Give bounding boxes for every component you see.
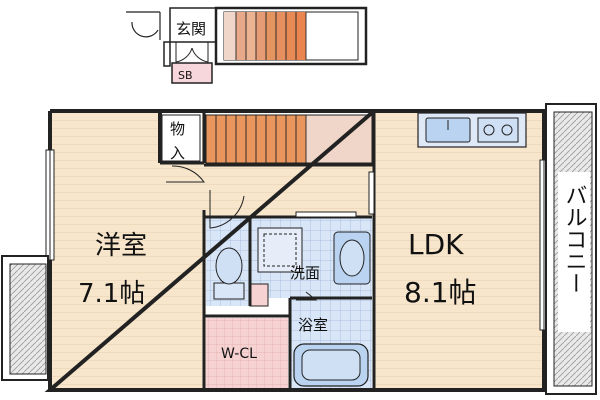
- sb-label: SB: [178, 69, 193, 82]
- corridor-floor: [204, 165, 374, 217]
- washbasin-icon: [333, 231, 371, 285]
- yoshitsu-name: 洋室: [95, 231, 147, 261]
- upper-block: 玄関 SB: [126, 6, 368, 84]
- wcl-label: W-CL: [221, 346, 257, 362]
- balcony: [545, 103, 597, 395]
- washing-machine-icon: [257, 227, 303, 273]
- monoire-label-2: 入: [170, 144, 185, 162]
- main-unit: [1, 103, 597, 395]
- entrance-door[interactable]: [175, 42, 209, 63]
- sb-box: [171, 62, 213, 84]
- monoire-label-1: 物: [170, 120, 185, 138]
- ldk-name: LDK: [408, 228, 464, 261]
- ldk-floor: [374, 113, 542, 389]
- left-bay: [1, 255, 49, 381]
- yokushitsu-label: 浴室: [298, 316, 328, 334]
- toilet-icon: [213, 247, 245, 300]
- kitchen-counter: [417, 112, 527, 148]
- genkan-label: 玄関: [176, 20, 206, 38]
- monoire-floor: [160, 113, 202, 163]
- window-left: [45, 149, 55, 261]
- yoshitsu-size: 7.1帖: [78, 279, 145, 309]
- staircase-upper: [223, 11, 359, 61]
- bathtub-icon: [293, 343, 369, 387]
- genkan-floor: [169, 7, 217, 43]
- staircase-lower: [205, 114, 373, 164]
- stove-icon: [477, 117, 519, 143]
- senmen-label: 洗面: [290, 264, 320, 282]
- balcony-label: バルコニー: [562, 184, 587, 294]
- ldk-size: 8.1帖: [404, 276, 477, 309]
- wcl-floor: [206, 318, 288, 390]
- doors[interactable]: [166, 165, 318, 301]
